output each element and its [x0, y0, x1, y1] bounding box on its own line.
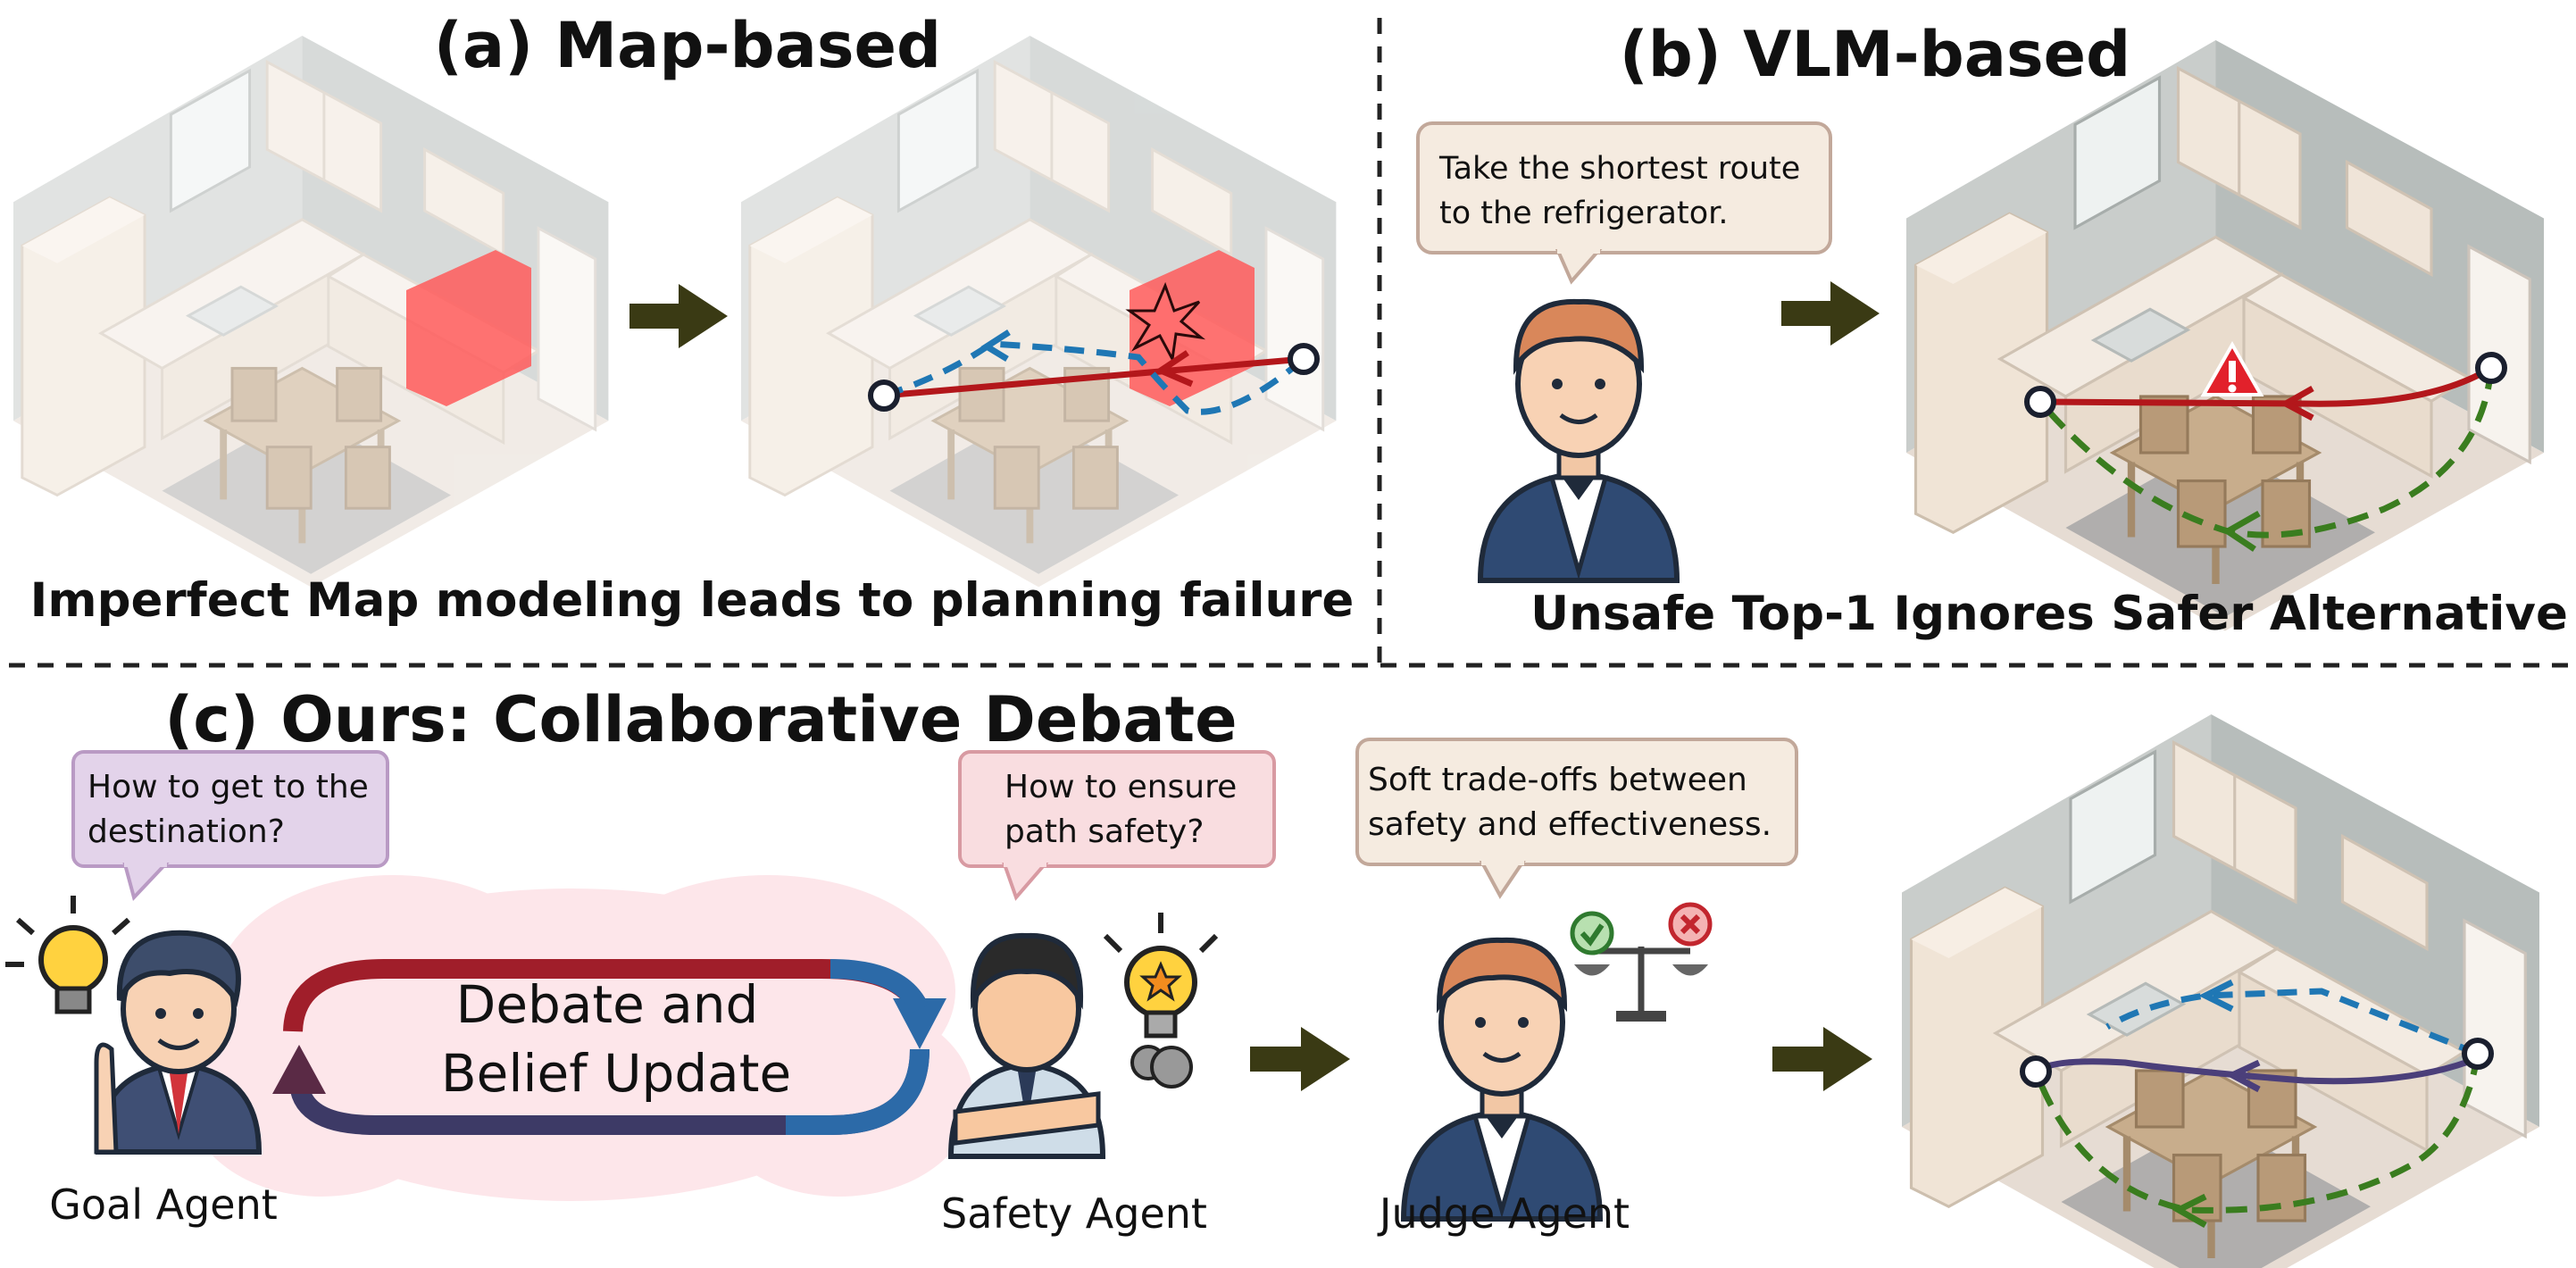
goal-node-b — [2024, 386, 2056, 418]
safety-bubble-line-1: How to ensure — [1005, 769, 1237, 805]
warning-icon — [2200, 340, 2264, 396]
panel-a-title: (a) Map-based — [434, 9, 941, 82]
balance-scale-icon — [1570, 902, 1713, 1022]
debate-label-line-2: Belief Update — [441, 1043, 791, 1104]
start-node-c — [2462, 1038, 2494, 1070]
panel-b-title: (b) VLM-based — [1620, 18, 2131, 91]
safe-path-c-arrowhead — [2172, 1193, 2207, 1229]
debate-arrow-bottom-head — [272, 1045, 326, 1094]
goal-bubble-line-1: How to get to the — [88, 769, 369, 805]
goal-agent-bubble: How to get to the destination? — [71, 750, 389, 901]
panel-c-title: (c) Ours: Collaborative Debate — [164, 683, 1237, 756]
instruction-line-2: to the refrigerator. — [1439, 196, 1728, 231]
lightbulb-icon — [5, 896, 130, 1014]
panel-a-caption: Imperfect Map modeling leads to planning… — [30, 573, 1355, 628]
alternative-path-a-arrowhead — [980, 330, 1011, 362]
start-node-b — [2475, 352, 2507, 384]
human-avatar-b — [1480, 302, 1677, 580]
instruction-bubble: Take the shortest route to the refrigera… — [1416, 121, 1832, 285]
right-arrow-icon — [629, 284, 728, 348]
collision-icon — [1125, 281, 1206, 363]
chosen-path-c — [2033, 1055, 2480, 1085]
right-arrow-icon — [1250, 1027, 1350, 1091]
debate-arrow-top-tail — [829, 959, 930, 1014]
goal-agent-label: Goal Agent — [49, 1180, 278, 1229]
instruction-line-1: Take the shortest route — [1438, 151, 1800, 187]
safety-agent-label: Safety Agent — [941, 1189, 1207, 1238]
unsafe-path-a — [883, 355, 1305, 399]
safety-bubble-line-2: path safety? — [1005, 813, 1204, 850]
alternative-path-c-arrowhead — [2198, 979, 2234, 1013]
judge-agent-avatar — [1404, 940, 1600, 1219]
goal-agent-avatar — [94, 930, 263, 1155]
goal-bubble-line-2: destination? — [88, 813, 285, 850]
right-arrow-icon — [1772, 1027, 1872, 1091]
judge-bubble-line-1: Soft trade-offs between — [1368, 762, 1747, 798]
judge-agent-bubble: Soft trade-offs between safety and effec… — [1355, 738, 1798, 899]
start-node-a — [1288, 343, 1320, 375]
goal-node-c — [2020, 1055, 2052, 1088]
safety-agent-avatar — [947, 932, 1106, 1159]
judge-agent-label: Judge Agent — [1377, 1189, 1630, 1238]
stove-highlight-a1 — [406, 250, 531, 406]
alternative-path-c — [2105, 988, 2480, 1057]
goal-node-a — [868, 380, 900, 412]
debate-arrow-bottom-tail — [786, 1048, 930, 1135]
debate-label-line-1: Debate and — [456, 974, 759, 1035]
unsafe-path-b — [2039, 365, 2493, 407]
chosen-path-c-arrowhead — [2225, 1059, 2261, 1093]
safety-agent-bubble: How to ensure path safety? — [958, 750, 1276, 901]
judge-bubble-line-2: safety and effectiveness. — [1368, 806, 1772, 843]
debate-cloud — [188, 875, 973, 1201]
unsafe-path-a-arrowhead — [1154, 350, 1194, 388]
safe-path-b — [2038, 367, 2495, 538]
safe-path-c — [2032, 1053, 2481, 1214]
debate-arrow-top-head — [893, 998, 946, 1049]
unsafe-path-b-arrowhead — [2279, 385, 2314, 421]
panel-b-caption: Unsafe Top-1 Ignores Safer Alternative — [1530, 587, 2568, 641]
safe-path-b-arrowhead — [2222, 510, 2261, 552]
alternative-path-a — [882, 340, 1306, 415]
right-arrow-icon — [1781, 281, 1880, 346]
kitchen-scene-b — [1906, 40, 2544, 631]
star-bulb-icon — [1103, 913, 1219, 1089]
